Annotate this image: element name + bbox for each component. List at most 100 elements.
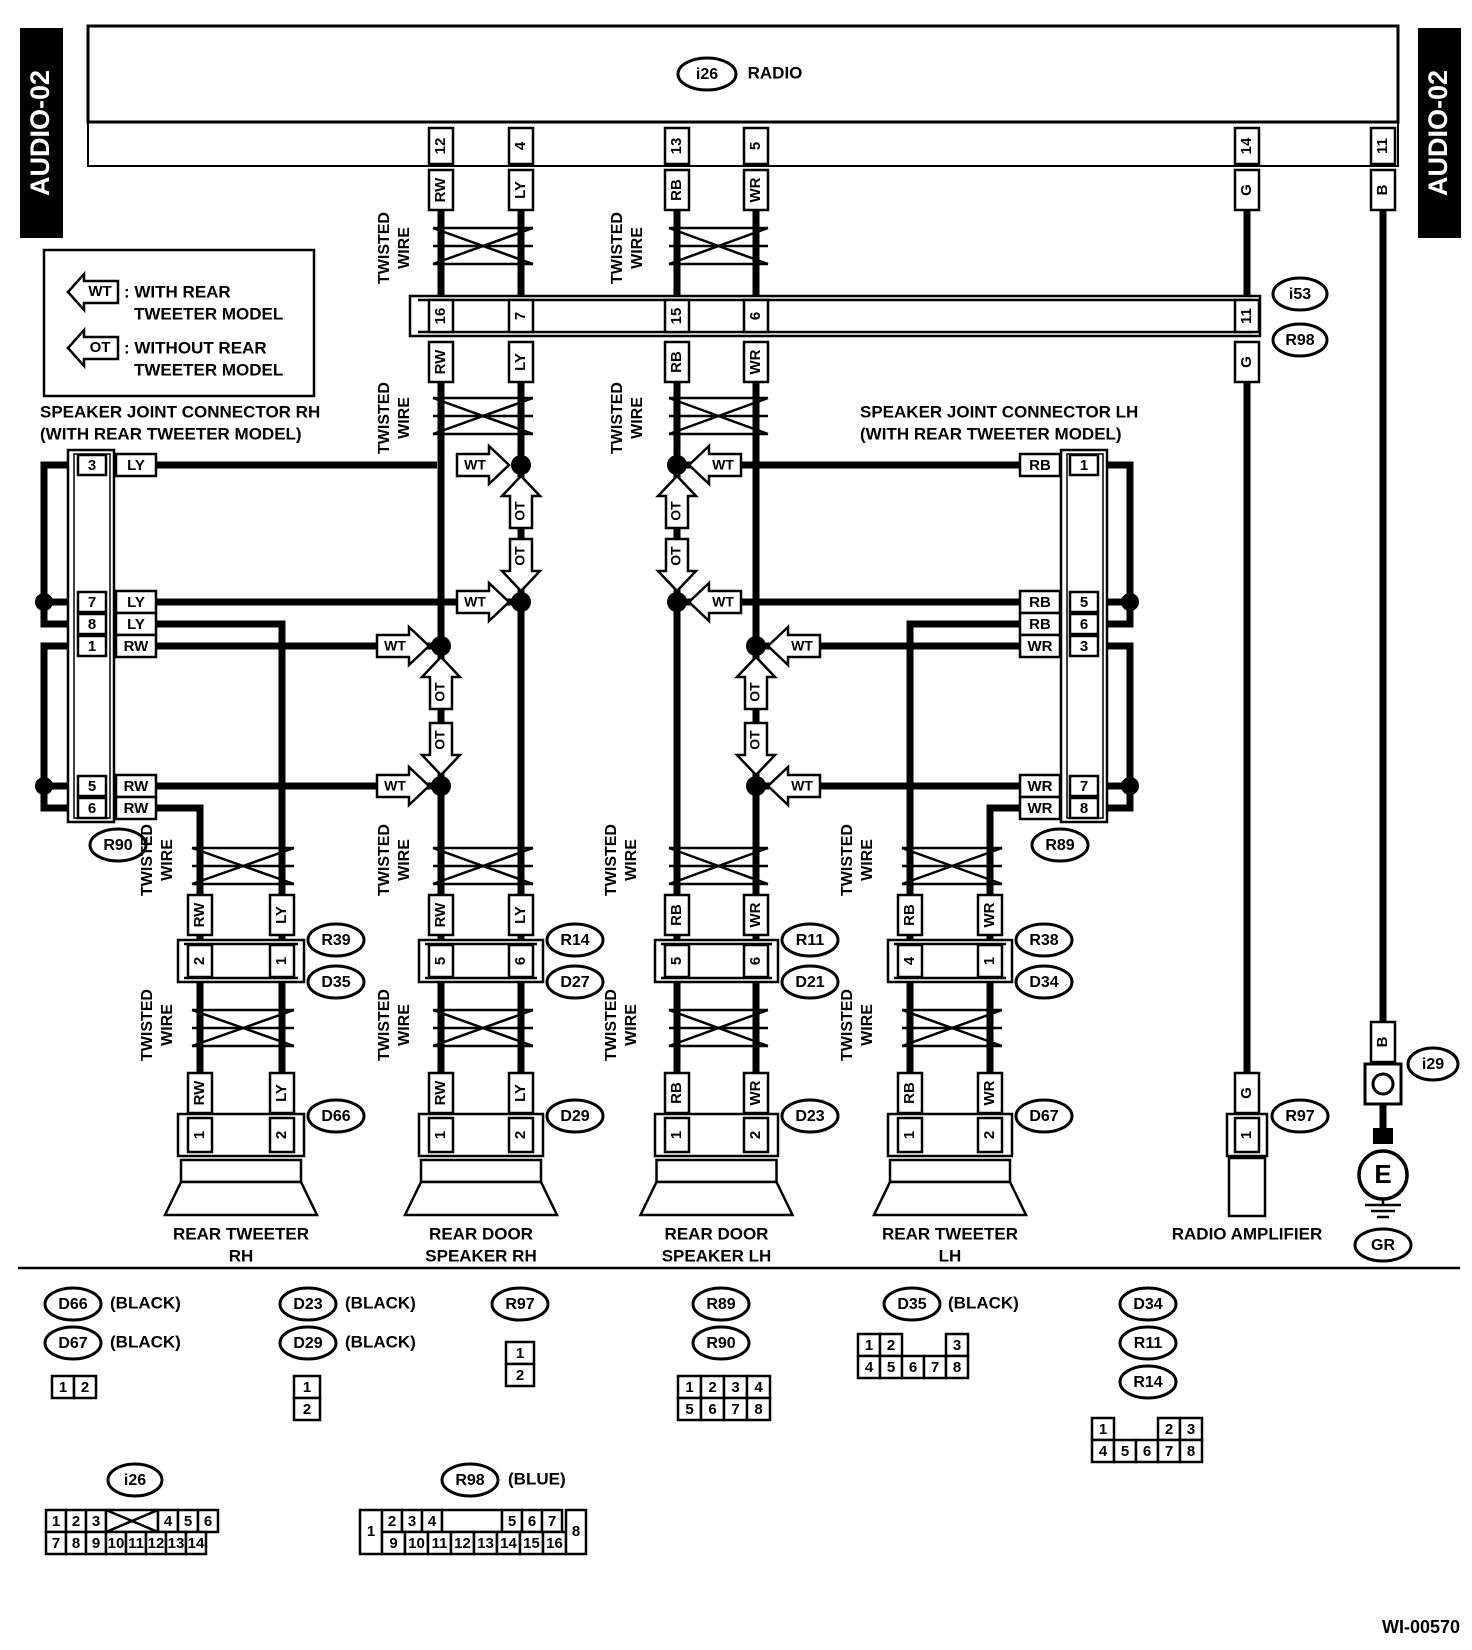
cv-r90-tag-badge [691,1325,751,1361]
cv-d66-color: (BLACK) [110,1293,181,1312]
inline-pin-box [186,943,214,979]
ground-wire-color: B [1374,1036,1391,1047]
splice-dot [431,776,451,796]
sjc-rh-pin-color: LY [127,457,145,474]
cv-i26-bottom-cell-number: 10 [108,1535,125,1552]
cv-d23-cell [292,1396,322,1422]
twisted-label: WIRE [859,839,876,881]
sjc-rh-title-2: (WITH REAR TWEETER MODEL) [40,424,302,443]
radio-pin-box [663,126,691,166]
twisted-label: TWISTED [603,824,620,896]
cv-d34-bottom-cell-number: 8 [1187,1443,1195,1460]
speaker-connector-tag-badge [545,1098,605,1134]
lh-ot-rb-down-arrow [655,537,699,593]
sjc-rh-pin-number: 8 [88,616,96,633]
inline-connector-tag-upper: R11 [796,932,825,949]
speaker-cone [638,1180,795,1217]
speaker-pin-number: 1 [191,1131,208,1139]
cv-r98-top-right-cell-number: 6 [528,1513,536,1530]
speaker-lower-color: LY [273,1084,290,1102]
sjc-lh-pin-color: WR [1028,778,1053,795]
cv-i26-bottom-cell-number: 14 [188,1535,205,1552]
cv-r98-cell-number: 8 [572,1523,580,1540]
cv-d66-tag-badge [43,1286,103,1322]
sjc-lh-connector-tag-badge [1030,827,1090,863]
cv-d35-bottom-cell [944,1354,970,1380]
cv-r98-bottom-cell-number: 15 [523,1535,540,1552]
radio-pin-color: RB [668,179,685,201]
lh-wt-wr-lower-arrow [766,764,822,808]
speaker-upper-color: RB [668,904,685,926]
twisted-label: WIRE [859,1004,876,1046]
cv-i26-top-cell-number: 2 [72,1513,80,1530]
joint-pin-number: 6 [747,312,764,320]
twist-line [668,1008,769,1048]
cv-d66-cell [72,1374,98,1400]
joint-pin-color-box [1233,340,1261,384]
speaker-connector-tag-badge [1014,1098,1074,1134]
cv-r89-bottom-cell [745,1396,772,1422]
speaker-upper-color-box [507,893,535,937]
cv-i26-bottom-cell-number: 8 [72,1535,80,1552]
twist-line [191,1008,295,1048]
cv-r98-top-cell-number: 3 [408,1513,416,1530]
inline-pin-box [976,943,1004,979]
radio-pin-box [1369,126,1397,166]
rh-wt-rw-upper: WT [384,638,406,654]
cv-d34-tag-badge [1118,1286,1178,1322]
cv-r89-top-cell-number: 2 [708,1379,716,1396]
cv-r97-cell-number: 2 [516,1367,524,1384]
speaker-name: REAR TWEETER [173,1224,309,1243]
speaker-magnet [888,1158,1012,1184]
speaker-pin-box [268,1116,296,1154]
cv-d23-color: (BLACK) [345,1293,416,1312]
twisted-label: WIRE [623,839,640,881]
cv-d35-tag-badge [882,1286,942,1322]
radio-pin-box [507,126,535,166]
speaker-lower-color: WR [981,1080,998,1105]
rh-ot-rw-up-arrow [419,655,463,711]
radio-pin-color: LY [512,181,529,199]
cv-i26-bottom-cell-number: 9 [92,1535,100,1552]
twisted-label: TWISTED [376,989,393,1061]
legend-ot-arrow [66,326,120,370]
speaker-pin-number: 1 [668,1131,685,1139]
splice-dot [746,776,766,796]
twisted-label: TWISTED [139,989,156,1061]
speaker-pin-box [663,1116,691,1154]
twist-line [668,846,769,886]
cv-d23-tag-badge [278,1286,338,1322]
sjc-rh-pin-number: 1 [88,638,96,655]
ground-symbol-letter: E [1374,1159,1391,1189]
amplifier-wire-color: G [1238,1087,1255,1099]
joint-pin-color: RB [668,351,685,373]
cv-r89-tag: R89 [706,1296,735,1313]
joint-pin-box [427,298,455,334]
speaker-name-2: SPEAKER LH [662,1246,772,1265]
ground-lug [1373,1128,1393,1144]
twist-line [432,226,534,266]
sjc-rh-pin-box [76,612,108,636]
inline-connector-tag-lower-badge [545,964,605,1000]
twist-line [432,396,534,436]
rh-wt-ly-lower-arrow [455,580,511,624]
cv-r89-bottom-cell-number: 6 [708,1401,716,1418]
joint-pin-color: RW [432,349,449,375]
splice-dot [746,636,766,656]
legend-ot-text: : WITHOUT REAR [124,338,267,357]
sjc-rh-pin-box [76,796,108,820]
joint-pin-color-box [742,340,770,384]
cv-d35-cell-number: 3 [953,1337,961,1354]
ground-gr-tag: GR [1371,1237,1395,1254]
inline-pin-number: 1 [981,957,998,965]
cv-d29-color: (BLACK) [345,1332,416,1351]
twisted-label: TWISTED [839,989,856,1061]
speaker-connector-tag-badge [780,1098,840,1134]
cv-d35-color: (BLACK) [948,1293,1019,1312]
speaker-pin-box [742,1116,770,1154]
sjc-rh-pin-number: 7 [88,594,96,611]
cv-r11-tag-badge [1118,1325,1178,1361]
sjc-rh-pin-color: RW [124,778,150,795]
joint-connector-tag-r98: R98 [1285,332,1314,349]
cv-d34-top-cell-number: 3 [1187,1421,1195,1438]
